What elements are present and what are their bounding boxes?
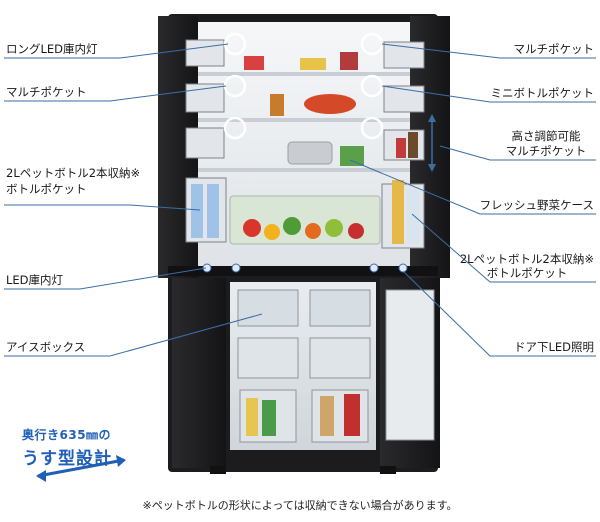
depth-badge-line2: うす型設計	[22, 449, 112, 469]
label-multi-pocket-left: マルチポケット	[6, 85, 87, 99]
label-adjustable-2: マルチポケット	[505, 144, 587, 158]
label-2l-bottle-left-1: 2Lペットボトル2本収納※	[6, 166, 141, 180]
label-mini-bottle-pocket: ミニボトルポケット	[490, 86, 595, 100]
ice-box	[237, 289, 299, 327]
label-2l-bottle-right-1: 2Lペットボトル2本収納※	[459, 252, 594, 266]
label-multi-pocket-right: マルチポケット	[513, 42, 595, 56]
label-door-led: ドア下LED照明	[513, 340, 594, 354]
footnote: ※ペットボトルの形状によっては収納できない場合があります。	[142, 499, 458, 512]
label-ice-box: アイスボックス	[6, 340, 86, 354]
label-fresh-veg-case: フレッシュ野菜ケース	[479, 198, 594, 212]
depth-badge-line1: 奥行き635㎜の	[22, 428, 112, 442]
leader-lines	[4, 43, 596, 357]
depth-arrow-icon	[36, 455, 126, 482]
label-led-light: LED庫内灯	[6, 273, 64, 287]
label-2l-bottle-left-2: ボトルポケット	[6, 182, 87, 196]
depth-badge: 奥行き635㎜の うす型設計	[22, 426, 132, 469]
label-adjustable-1: 高さ調節可能	[511, 129, 581, 143]
label-long-led-light: ロングLED庫内灯	[6, 42, 98, 56]
label-2l-bottle-right-2: ボトルポケット	[486, 266, 568, 280]
